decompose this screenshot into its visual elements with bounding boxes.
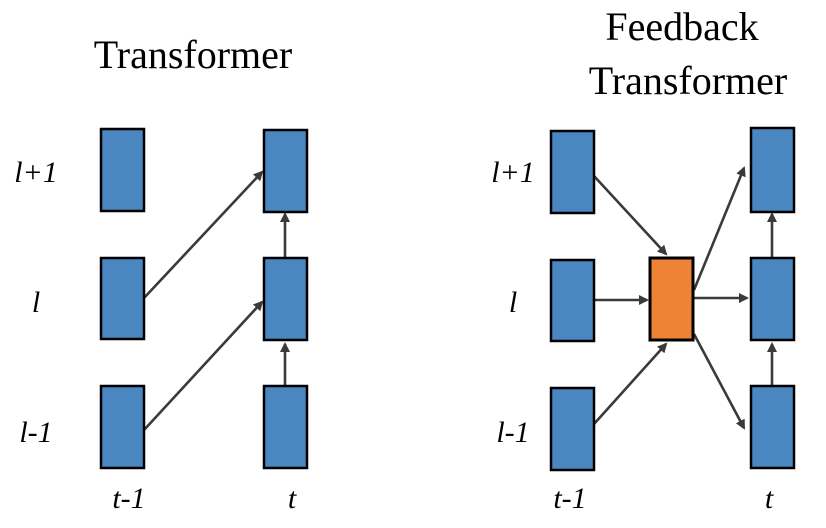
fb-block-lplus1-t	[749, 126, 796, 214]
block-lplus1-tminus1	[99, 127, 146, 213]
fb-layer-label-l: l	[509, 286, 517, 319]
fb-block-l-tminus1	[549, 258, 596, 343]
layer-label-l-minus-1: l-1	[19, 416, 52, 449]
fb-time-label-t-minus-1: t-1	[553, 482, 586, 515]
fb-block-l-t	[749, 256, 796, 342]
time-label-t-minus-1: t-1	[112, 482, 145, 515]
layer-label-l: l	[32, 286, 40, 319]
feedback-title-line2: Transformer	[589, 58, 788, 103]
block-lplus1-t	[262, 128, 309, 214]
arrow-lminus1-tminus1-to-memory	[593, 342, 668, 425]
arrow-l-tminus1-to-lplus1-t	[143, 170, 264, 299]
arrow-lminus1-tminus1-to-l-t	[143, 300, 264, 431]
block-lminus1-tminus1	[99, 384, 146, 470]
transformer-panel: Transformer l+1 l l-1 t-1 t	[14, 32, 309, 515]
fb-block-lminus1-t	[749, 384, 796, 470]
arrow-lplus1-tminus1-to-memory	[593, 175, 668, 256]
block-lminus1-t	[262, 384, 309, 470]
feedback-transformer-panel: Feedback Transformer l+1 l l-1 t-1 t	[491, 4, 796, 515]
time-label-t: t	[288, 482, 297, 515]
feedback-memory-block	[648, 256, 695, 342]
fb-block-lminus1-tminus1	[549, 386, 596, 472]
block-l-tminus1	[99, 256, 146, 341]
layer-label-l-plus-1: l+1	[14, 156, 58, 189]
fb-time-label-t: t	[765, 482, 774, 515]
arrow-memory-to-lminus1-t	[692, 333, 746, 430]
transformer-title: Transformer	[94, 32, 293, 77]
arrow-memory-to-lplus1-t	[692, 166, 746, 291]
fb-block-lplus1-tminus1	[549, 129, 596, 215]
fb-layer-label-l-minus-1: l-1	[496, 416, 529, 449]
block-l-t	[262, 256, 309, 342]
feedback-title-line1: Feedback	[605, 4, 758, 49]
fb-layer-label-l-plus-1: l+1	[491, 156, 535, 189]
